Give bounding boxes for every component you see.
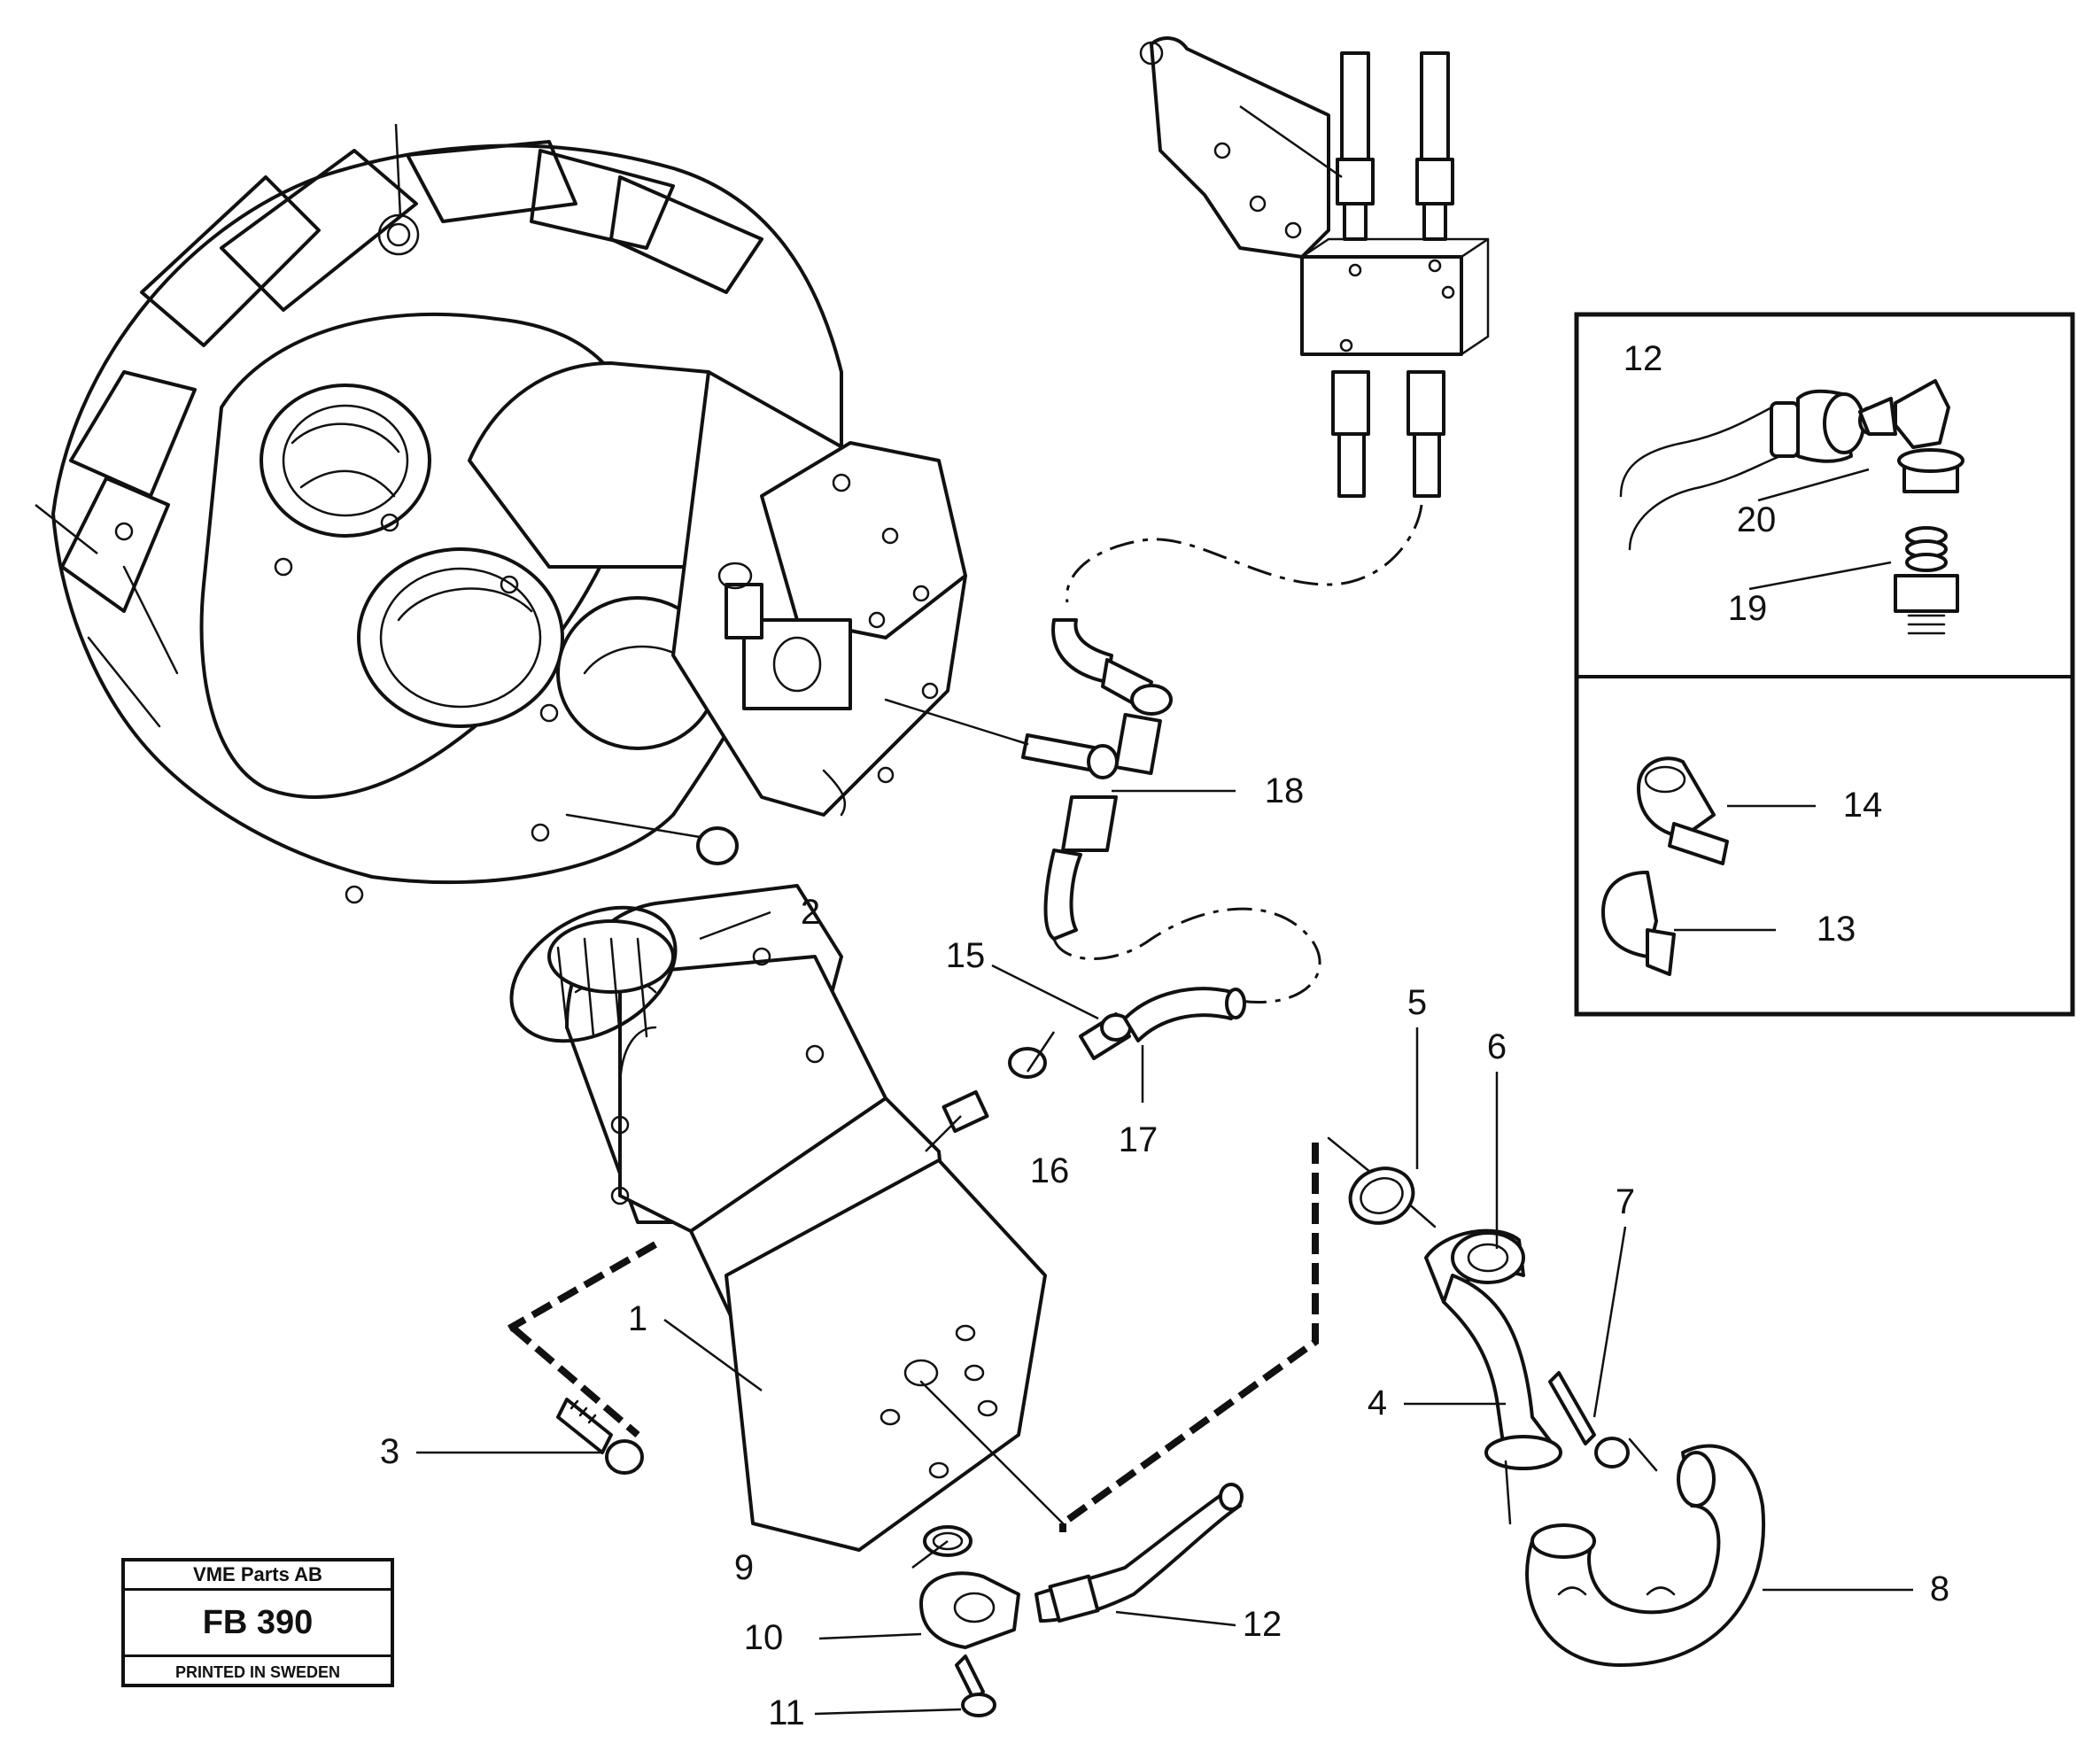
title-block: VME Parts AB FB 390 PRINTED IN SWEDEN	[121, 1558, 394, 1687]
callout-17: 17	[1119, 1120, 1158, 1159]
callout-20: 20	[1737, 500, 1777, 539]
callout-6: 6	[1487, 1027, 1507, 1066]
valve-block	[1139, 36, 1490, 498]
callout-11: 11	[768, 1693, 805, 1732]
callout-7: 7	[1616, 1182, 1635, 1221]
callout-14: 14	[1843, 786, 1883, 825]
callout-16: 16	[1030, 1151, 1070, 1190]
callout-3: 3	[380, 1432, 399, 1471]
callout-13: 13	[1817, 910, 1856, 949]
detail-inset	[1574, 312, 2075, 1017]
upper-pump	[468, 361, 967, 817]
callout-12-lower: 12	[1243, 1605, 1282, 1644]
callout-2: 2	[801, 893, 820, 932]
leader-lines	[416, 789, 1913, 1716]
pressure-hose	[884, 504, 1423, 1003]
callout-5: 5	[1407, 983, 1427, 1022]
suction-pipe	[1060, 1136, 1766, 1667]
lower-pump	[509, 884, 1047, 1552]
callout-19: 19	[1728, 589, 1768, 628]
drawing-code: FB 390	[125, 1591, 391, 1657]
fittings-15-16-17	[925, 987, 1246, 1152]
company-name: VME Parts AB	[125, 1561, 391, 1591]
callout-10: 10	[744, 1618, 784, 1657]
callout-8: 8	[1930, 1569, 1949, 1608]
printed-in: PRINTED IN SWEDEN	[174, 1663, 340, 1681]
drain-connection	[919, 1380, 1244, 1717]
callout-18: 18	[1265, 771, 1305, 810]
callout-15: 15	[946, 936, 986, 975]
callout-12-inset: 12	[1623, 339, 1663, 378]
callout-labels: 1 2 3 4 5 6 7 8 9 10 11 12 15 16 17 18 1…	[380, 339, 1949, 1732]
bolt-3	[508, 1241, 657, 1475]
callout-9: 9	[734, 1548, 754, 1587]
callout-1: 1	[628, 1299, 647, 1338]
callout-4: 4	[1368, 1383, 1387, 1422]
